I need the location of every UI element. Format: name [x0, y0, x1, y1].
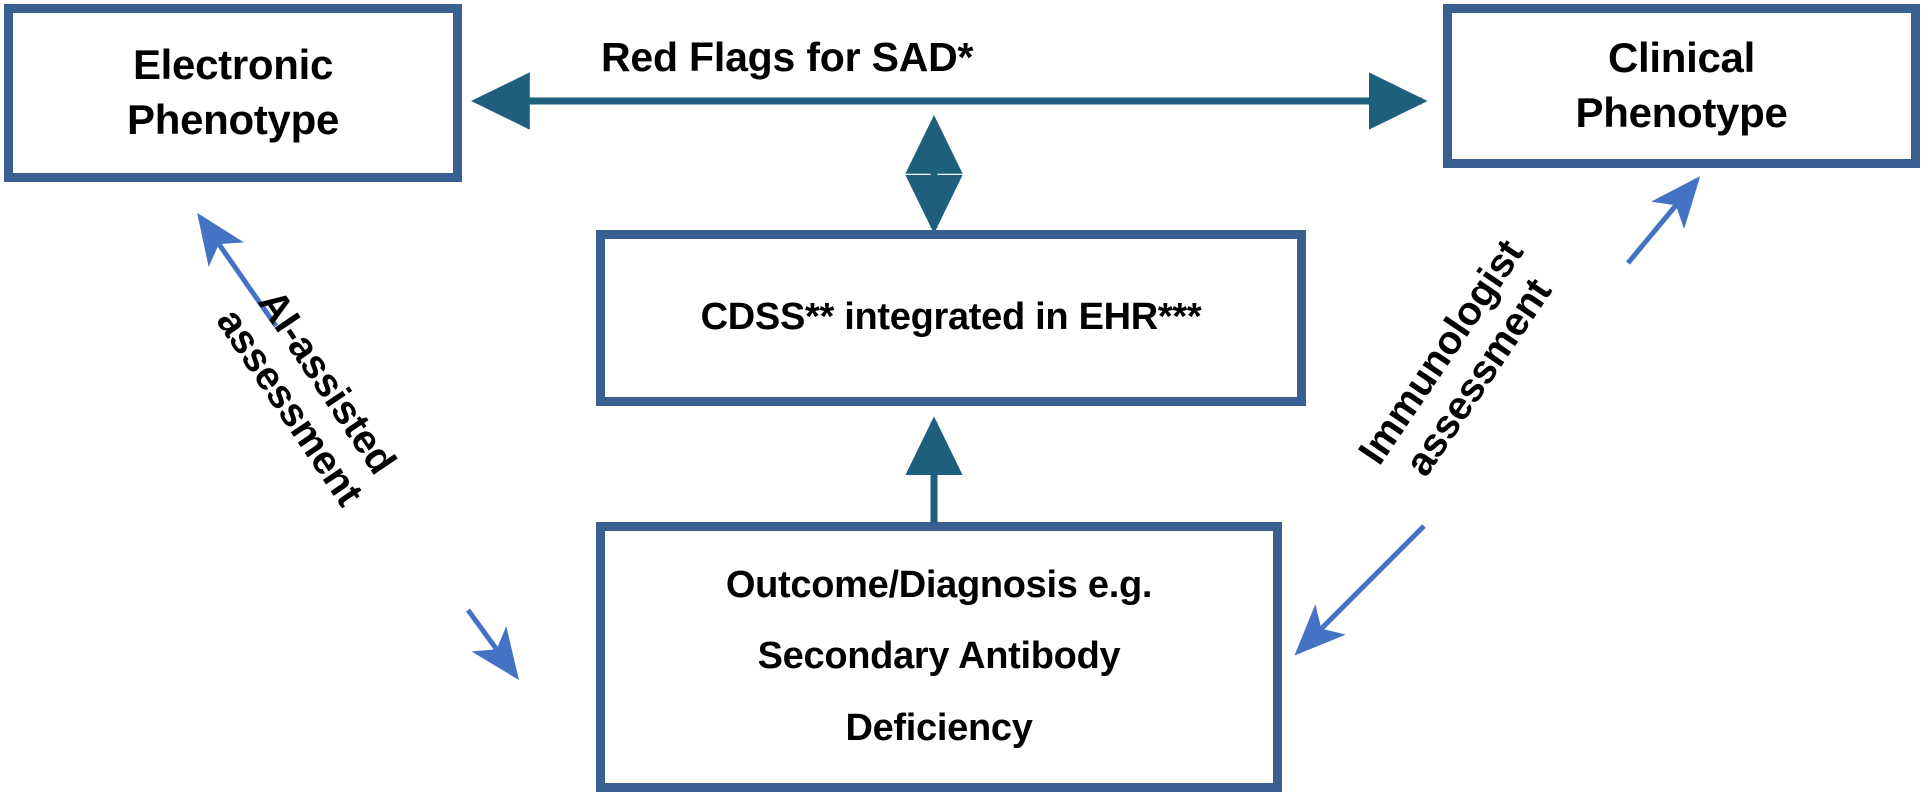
node-cdss-integrated-in-ehr[interactable]: CDSS** integrated in EHR***: [596, 230, 1306, 406]
node-outcome-diagnosis[interactable]: Outcome/Diagnosis e.g. Secondary Antibod…: [596, 522, 1282, 792]
node-clinical-phenotype-line-2: Phenotype: [1575, 89, 1788, 136]
node-cdss-line-1: CDSS** integrated in EHR***: [700, 296, 1202, 339]
node-outcome-line-1: Outcome/Diagnosis e.g.: [725, 563, 1153, 606]
node-outcome-line-3: Deficiency: [845, 706, 1033, 749]
node-electronic-phenotype-line-1: Electronic: [132, 41, 334, 89]
arrow-immunologist-up: [1626, 176, 1701, 265]
arrow-immunologist-down: [1294, 524, 1426, 656]
node-outcome-line-2: Secondary Antibody: [757, 635, 1121, 678]
edge-label-immunologist-assessment: Immunologist assessment: [1328, 199, 1592, 531]
node-electronic-phenotype[interactable]: Electronic Phenotype: [4, 4, 462, 182]
node-clinical-phenotype[interactable]: Clinical Phenotype: [1443, 4, 1920, 168]
node-electronic-phenotype-line-2: Phenotype: [127, 96, 339, 143]
edge-label-red-flags-for-sad: Red Flags for SAD*: [601, 34, 974, 80]
node-clinical-phenotype-line-1: Clinical: [1608, 34, 1755, 82]
edge-label-ai-assisted-assessment: AI-assisted assessment: [179, 233, 438, 557]
arrow-ai-assisted-down: [465, 608, 519, 681]
